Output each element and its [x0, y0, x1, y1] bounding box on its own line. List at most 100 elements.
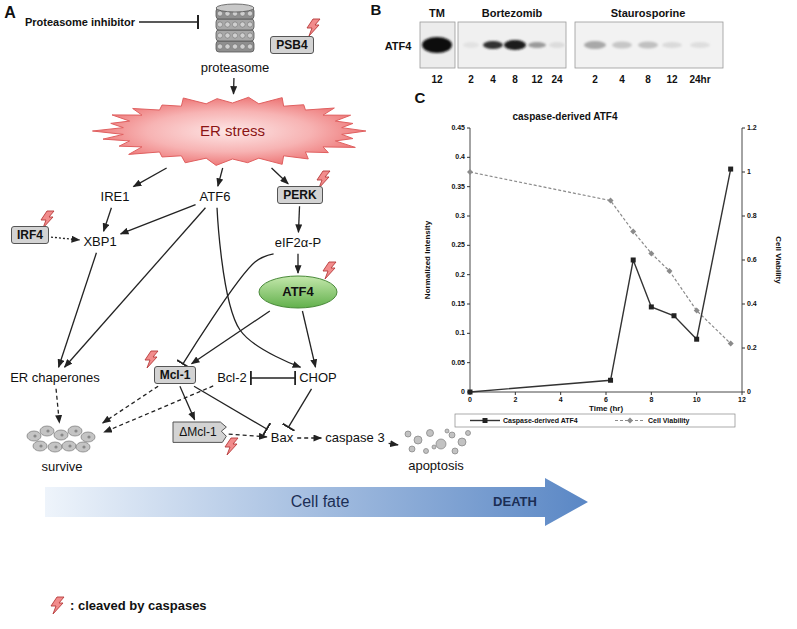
cleaved-protein-box: IRF4 [11, 226, 49, 244]
cell-fragment [427, 430, 434, 437]
square-marker [694, 337, 699, 342]
tick-mark [742, 172, 745, 173]
cell [76, 442, 90, 452]
tick-mark [742, 216, 745, 217]
tick-label: 0.25 [451, 241, 465, 249]
inhibitor-label: Proteasome inhibitor [23, 13, 137, 31]
cell [48, 442, 62, 452]
blot-panel [458, 22, 566, 68]
connector [139, 21, 198, 22]
node-text: ATF4 [282, 284, 314, 300]
tick-label: 6 [604, 396, 608, 404]
lane-number: 8 [512, 74, 518, 86]
connector [56, 389, 59, 423]
node-text: Mcl-1 [160, 368, 191, 382]
square-marker [649, 304, 654, 309]
blot-band [422, 37, 452, 53]
tick-label: 0 [461, 388, 465, 396]
tick-label: 0.2 [455, 271, 465, 279]
tick-label: 0.1 [455, 329, 465, 337]
connector [302, 311, 315, 367]
node-text: Proteasome inhibitor [25, 16, 135, 29]
tick-mark [467, 274, 470, 275]
node-text: apoptosis [408, 458, 464, 474]
proteasome-subunit [217, 44, 222, 49]
blot-band [504, 40, 526, 50]
axis-title: Time (hr) [589, 404, 623, 413]
diamond-marker [666, 268, 672, 274]
tick-label: 1.2 [747, 124, 757, 132]
cell-fragment [449, 432, 455, 438]
connector [121, 205, 196, 234]
connector [104, 208, 112, 231]
connector [218, 168, 223, 186]
node-text: CHOP [299, 370, 337, 386]
tick-label: 0.6 [747, 256, 757, 264]
panel-letter: C [415, 89, 426, 106]
square-marker [728, 167, 733, 172]
cell [27, 431, 41, 441]
tick-mark [742, 260, 745, 261]
pathway-node: Bax [269, 429, 295, 447]
lane-number: 2 [592, 74, 598, 86]
cell-fate-arrow: Cell fateDEATH [45, 478, 590, 526]
proteasome-top [216, 4, 254, 12]
pathway-node: CHOP [297, 369, 339, 387]
proteasome-subunit [247, 44, 252, 49]
tick-label: 0.4 [747, 300, 757, 308]
cell-nucleus [82, 445, 85, 448]
chart-title: caspase-derived ATF4 [512, 111, 617, 123]
tick-label: 10 [693, 396, 701, 404]
line-chart [455, 128, 745, 427]
stress-burst: ER stress [95, 96, 370, 166]
connector [251, 377, 295, 378]
diamond-marker [648, 250, 654, 256]
atf4-line [470, 169, 731, 392]
cell-fragment [409, 446, 415, 452]
tick-label: 0 [468, 396, 472, 404]
connector [180, 386, 195, 420]
node-text: PSB4 [276, 38, 307, 52]
tick-label: 1 [747, 168, 751, 176]
node-text: caspase 3 [325, 430, 384, 446]
blot-band [483, 41, 503, 49]
lane-number: 12 [431, 74, 442, 86]
node-text: DEATH [493, 494, 537, 510]
square-marker [608, 378, 613, 383]
node-text: XBP1 [83, 234, 116, 250]
lightning-icon [51, 597, 64, 614]
cell-fragment [424, 449, 429, 454]
tick-mark [742, 304, 745, 305]
proteasome-ring [216, 41, 254, 52]
cell-fragment [432, 445, 436, 449]
cell-nucleus [39, 444, 42, 447]
lane-number: 12 [666, 74, 677, 86]
square-marker [631, 258, 636, 263]
cell [62, 441, 76, 451]
connector [288, 389, 311, 427]
tick-label: 4 [559, 396, 563, 404]
connector [233, 78, 235, 94]
lane-number: 24hr [689, 74, 710, 86]
cell-nucleus [68, 444, 71, 447]
proteasome-subunit [232, 33, 237, 38]
proteasome-ring [216, 19, 254, 30]
pathway-node: XBP1 [81, 233, 118, 251]
node-text: survive [41, 459, 82, 475]
cell-fragment [452, 448, 458, 454]
proteasome-subunit [217, 22, 222, 27]
fate-arrow-shape [45, 478, 588, 526]
square-marker [672, 313, 677, 318]
tick-mark [467, 245, 470, 246]
diamond-marker [728, 341, 734, 347]
legend-sample-marker [483, 418, 488, 423]
blot-band [549, 42, 565, 48]
tick-label: 0.3 [455, 212, 465, 220]
proteasome-subunit [225, 44, 230, 49]
square-marker [468, 390, 473, 395]
lane-number: 4 [490, 74, 496, 86]
lane-number: 2 [468, 74, 474, 86]
node-text: PERK [283, 188, 316, 202]
legend-entry: Cell Viability [648, 416, 690, 424]
tick-label: 2 [513, 396, 517, 404]
